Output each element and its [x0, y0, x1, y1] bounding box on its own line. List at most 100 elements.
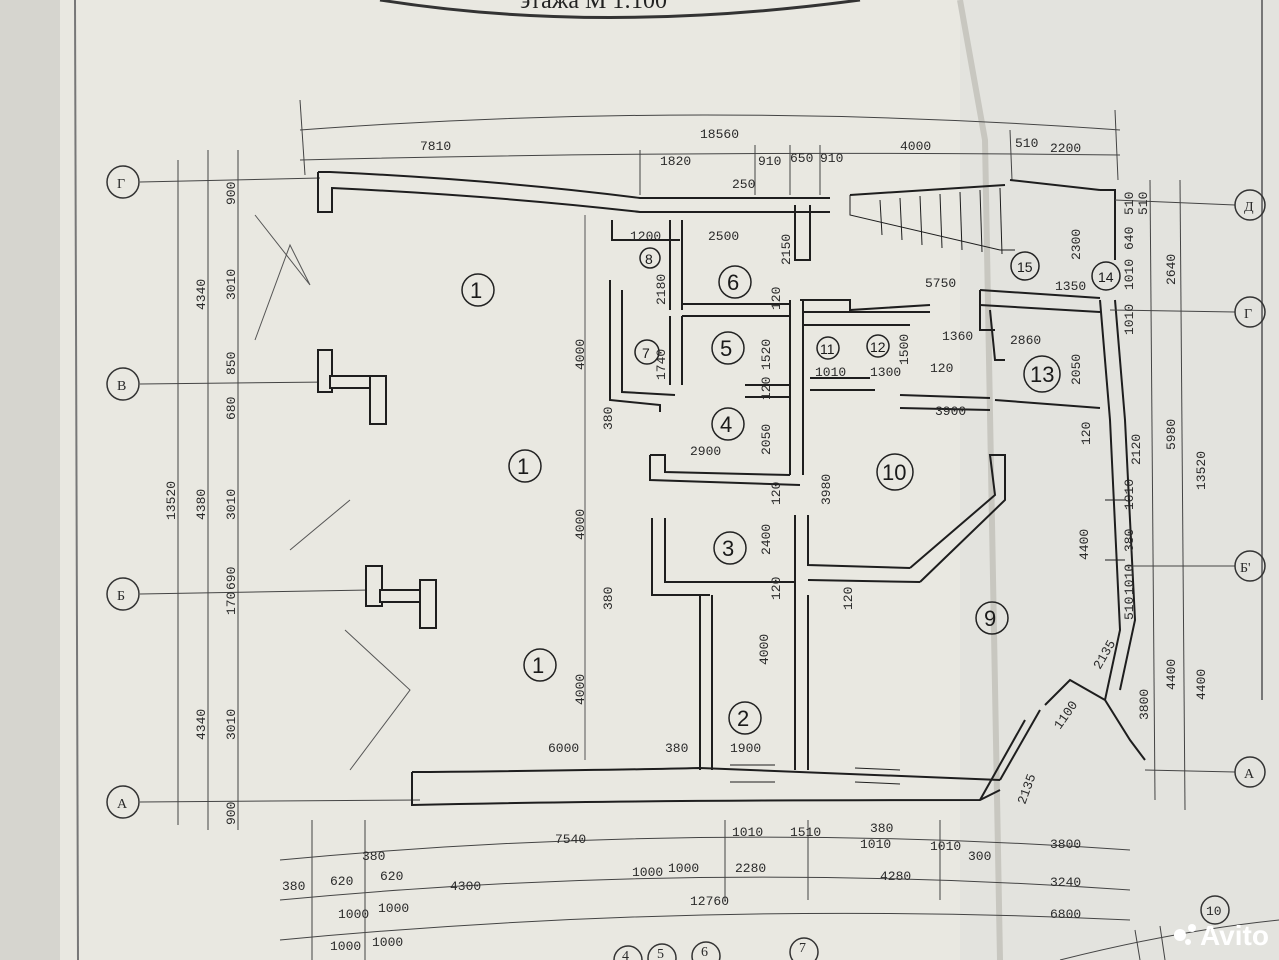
dim-label: 1350: [1055, 279, 1086, 294]
page-border-left: [74, 0, 79, 960]
dim-label: 4000: [573, 339, 588, 370]
dim-label: 3010: [224, 269, 239, 300]
axis-label-right: Д: [1244, 200, 1254, 215]
dim-label: 1010: [815, 365, 846, 380]
dim-label: 680: [224, 397, 239, 420]
dim-label: 690: [224, 567, 239, 590]
dim-label: 2400: [759, 524, 774, 555]
dim-label: 380: [870, 821, 893, 836]
dim-label: 3980: [819, 474, 834, 505]
dim-label: 1500: [897, 334, 912, 365]
room-label-2: 2: [737, 706, 749, 731]
dim-label: 120: [841, 587, 856, 610]
dim-label: 850: [224, 352, 239, 375]
dim-label: 5750: [925, 276, 956, 291]
inner-dimensions: 1200 2500 2150 2180 120 1520 120 1740 57…: [548, 229, 1144, 807]
axis-label-left: А: [117, 797, 128, 812]
dim-label: 380: [601, 407, 616, 430]
room-label-5: 5: [720, 336, 732, 361]
room-label-14: 14: [1098, 269, 1114, 285]
top-dimension-lines: [299, 99, 1121, 195]
axis-label-bottom: 4: [622, 949, 629, 960]
axis-label-bottom: 5: [657, 947, 664, 960]
dim-label: 1010: [1122, 304, 1137, 335]
dim-label: 4300: [450, 879, 481, 894]
dim-label: 2200: [1050, 141, 1081, 156]
dim-label: 120: [1079, 422, 1094, 445]
axis-label-left: Г: [117, 177, 125, 192]
dim-label: 5980: [1164, 419, 1179, 450]
dim-label: 1000: [372, 935, 403, 950]
dim-label: 2180: [654, 274, 669, 305]
dim-label: 640: [1122, 227, 1137, 250]
dim-label: 910: [820, 151, 843, 166]
top-dimensions: 7810 18560 4000 510 2200 1820 910 650 91…: [420, 127, 1081, 192]
dim-label: 120: [769, 482, 784, 505]
dim-label: 380: [1122, 529, 1137, 552]
page-fold: [957, 0, 1003, 960]
dim-label: 650: [790, 151, 813, 166]
drawing-title: этажа М 1:100: [520, 0, 667, 14]
dim-label: 620: [380, 869, 403, 884]
axis-label-left: В: [117, 379, 126, 394]
axis-label-left: Б: [117, 589, 125, 604]
dim-label: 3010: [224, 709, 239, 740]
left-axis-lines: [139, 150, 421, 830]
dim-label: 1010: [1122, 479, 1137, 510]
room-label-1: 1: [470, 278, 482, 303]
paper-right-page: [960, 0, 1279, 960]
dim-label: 13520: [1194, 451, 1209, 490]
room-label-15: 15: [1017, 259, 1033, 275]
dim-label: 4380: [194, 489, 209, 520]
room-label-1: 1: [532, 653, 544, 678]
dim-label: 2150: [779, 234, 794, 265]
dim-label: 380: [665, 741, 688, 756]
dim-label: 120: [769, 577, 784, 600]
dim-label: 6800: [1050, 907, 1081, 922]
dim-label: 380: [282, 879, 305, 894]
dim-label: 3900: [935, 404, 966, 419]
dim-label: 4400: [1194, 669, 1209, 700]
dim-label: 1010: [1122, 259, 1137, 290]
columns: [317, 349, 437, 629]
dim-label: 1010: [860, 837, 891, 852]
dim-label: 1010: [732, 825, 763, 840]
axis-label-right: А: [1244, 767, 1255, 782]
room-label-4: 4: [720, 412, 732, 437]
dim-label: 2640: [1164, 254, 1179, 285]
left-dimensions: 900 4340 3010 850 680 13520 4380 3010 17…: [164, 182, 239, 825]
dim-label: 510: [1122, 597, 1137, 620]
dim-label: 12760: [690, 894, 729, 909]
dim-label: 2280: [735, 861, 766, 876]
dim-label: 120: [930, 361, 953, 376]
room-label-8: 8: [645, 251, 653, 267]
sketch-lines: [254, 214, 586, 771]
dim-label: 18560: [700, 127, 739, 142]
dim-label: 1360: [942, 329, 973, 344]
dim-label: 13520: [164, 481, 179, 520]
exterior-walls: [317, 171, 1146, 807]
bottom-dimension-lines: [279, 820, 1131, 960]
left-axis-markers: Г В Б А: [106, 165, 140, 819]
room-label-3: 3: [722, 536, 734, 561]
dim-label: 4400: [1164, 659, 1179, 690]
dim-label: 4400: [1077, 529, 1092, 560]
dim-label: 1000: [632, 865, 663, 880]
room-label-10: 10: [882, 460, 906, 485]
dim-label: 910: [758, 154, 781, 169]
dim-label: 4000: [757, 634, 772, 665]
dim-label: 1510: [790, 825, 821, 840]
dim-label: 4340: [194, 279, 209, 310]
dim-label: 3010: [224, 489, 239, 520]
dim-label: 4000: [573, 509, 588, 540]
dim-label: 1000: [378, 901, 409, 916]
dim-label: 2120: [1129, 434, 1144, 465]
dim-label: 7540: [555, 832, 586, 847]
dim-label: 510: [1122, 192, 1137, 215]
dim-label: 1010: [1122, 564, 1137, 595]
dim-label: 7810: [420, 139, 451, 154]
dim-label: 6000: [548, 741, 579, 756]
dim-label: 1820: [660, 154, 691, 169]
watermark-text: Avito: [1200, 920, 1269, 951]
